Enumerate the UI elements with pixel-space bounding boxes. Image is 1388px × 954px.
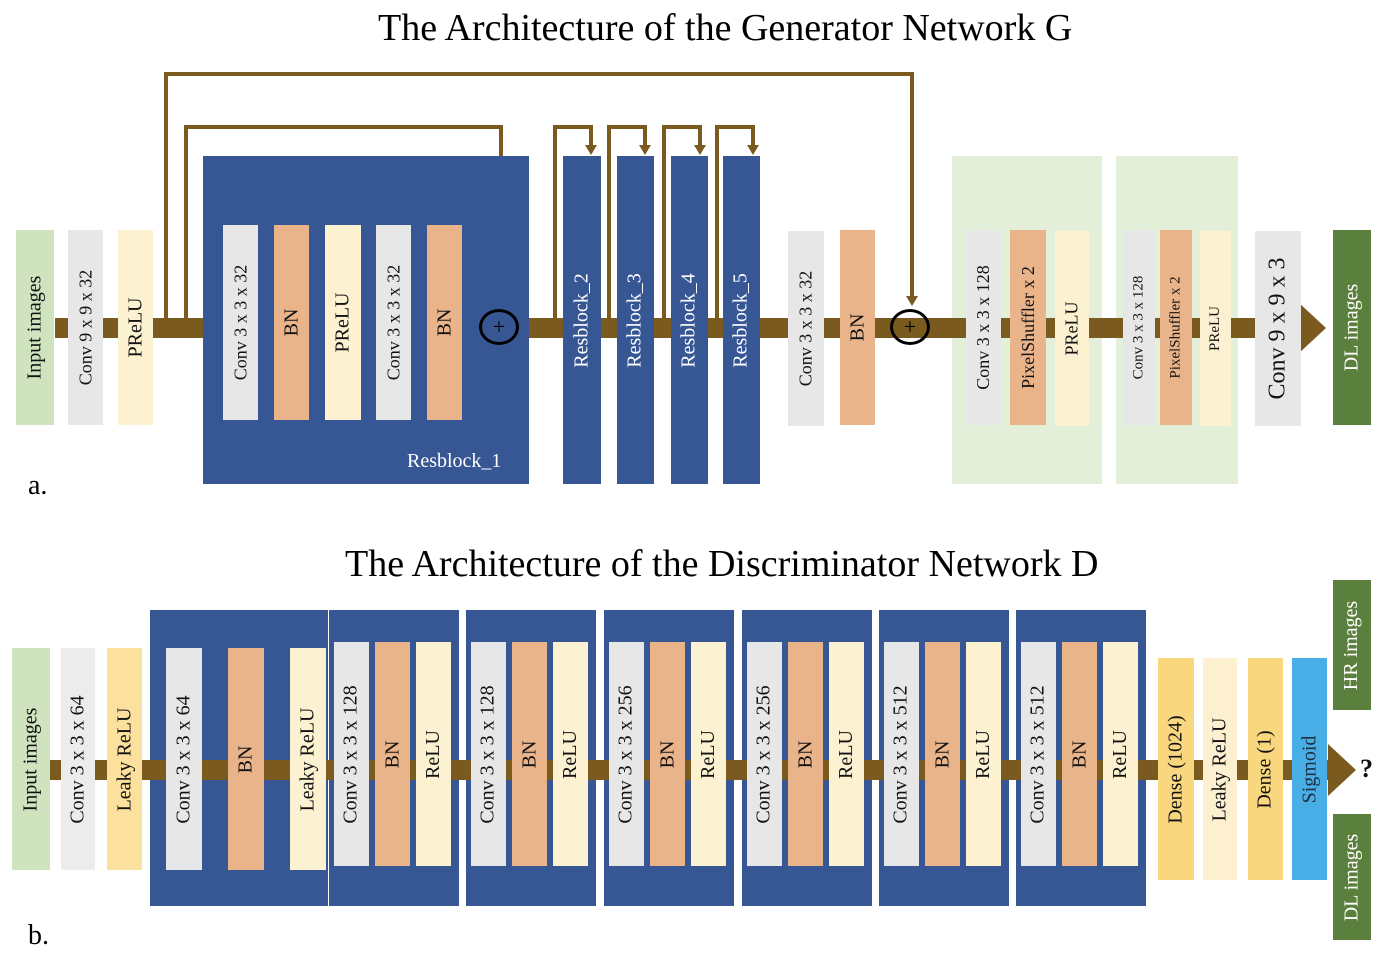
res4-skip-line-right — [698, 125, 702, 147]
long-skip-sum-icon: + — [890, 309, 930, 345]
res4-skip-arrow-icon — [694, 145, 706, 155]
disc-dense-1024: Dense (1024) — [1158, 658, 1194, 880]
res5-skip-line-right — [751, 125, 755, 147]
long-skip-line-top — [164, 72, 914, 76]
gen-input-images: Input images — [16, 230, 54, 425]
disc-block-4-activation: ReLU — [691, 642, 726, 866]
disc-block-6-bn: BN — [925, 642, 960, 866]
disc-block-7-conv: Conv 3 x 3 x 512 — [1021, 642, 1056, 866]
res2-skip-line — [553, 125, 557, 320]
disc-block-4-conv: Conv 3 x 3 x 256 — [609, 642, 644, 866]
up1-prelu: PReLU — [1055, 231, 1089, 426]
res1-bn-2: BN — [427, 225, 462, 420]
up1-conv: Conv 3 x 3 x 128 — [966, 230, 1001, 425]
disc-block-4-bn: BN — [650, 642, 685, 866]
res2-skip-line-right — [589, 125, 593, 147]
resblock-1-label: Resblock_1 — [407, 450, 502, 472]
res2-skip-arrow-icon — [585, 145, 597, 155]
res3-skip-arrow-icon — [639, 145, 651, 155]
disc-block-3-bn: BN — [512, 642, 547, 866]
discriminator-panel-label: b. — [28, 920, 49, 951]
res5-skip-arrow-icon — [747, 145, 759, 155]
gen-prelu-in: PReLU — [118, 230, 153, 425]
disc-block-1-conv: Conv 3 x 3 x 64 — [166, 648, 202, 870]
generator-panel-label: a. — [28, 470, 48, 501]
disc-sigmoid: Sigmoid — [1292, 658, 1327, 880]
disc-block-7-bn: BN — [1062, 642, 1097, 866]
discriminator-output-arrow-icon — [1328, 744, 1356, 796]
disc-block-3-activation: ReLU — [553, 642, 588, 866]
disc-block-1-activation: Leaky ReLU — [290, 648, 326, 870]
res2-skip-line-top — [553, 125, 593, 129]
up2-conv: Conv 3 x 3 x 128 — [1123, 230, 1155, 425]
disc-block-3-conv: Conv 3 x 3 x 128 — [471, 642, 506, 866]
disc-block-2-conv: Conv 3 x 3 x 128 — [334, 642, 369, 866]
resblock-3: Resblock_3 — [617, 156, 654, 484]
disc-block-5-conv: Conv 3 x 3 x 256 — [747, 642, 782, 866]
disc-block-2-bn: BN — [375, 642, 410, 866]
res3-skip-line — [607, 125, 611, 320]
disc-block-1-bn: BN — [228, 648, 264, 870]
res3-skip-line-right — [643, 125, 647, 147]
res1-conv-1: Conv 3 x 3 x 32 — [223, 225, 258, 420]
disc-block-5-bn: BN — [788, 642, 823, 866]
res1-prelu: PReLU — [325, 225, 361, 420]
disc-dense-1: Dense (1) — [1248, 658, 1283, 880]
disc-block-5-activation: ReLU — [829, 642, 864, 866]
disc-leaky-out: Leaky ReLU — [1203, 658, 1237, 880]
disc-block-2-activation: ReLU — [416, 642, 451, 866]
long-skip-arrow-icon — [906, 296, 918, 306]
res1-sum-icon: + — [479, 309, 519, 345]
gen-conv-in: Conv 9 x 9 x 32 — [68, 230, 103, 425]
disc-block-7-activation: ReLU — [1103, 642, 1138, 866]
resblock-5: Resblock_5 — [723, 156, 760, 484]
res1-bn-1: BN — [274, 225, 309, 420]
generator-output-arrow-icon — [1298, 302, 1326, 354]
disc-input-images: Input images — [12, 648, 50, 870]
resblock-2: Resblock_2 — [563, 156, 601, 484]
up2-prelu: PReLU — [1200, 231, 1231, 426]
res1-skip-line-top — [184, 125, 502, 129]
res1-skip-line-left — [184, 125, 188, 322]
gen-conv-out: Conv 9 x 9 x 3 — [1255, 231, 1301, 426]
disc-dl-images: DL images — [1333, 814, 1371, 940]
disc-conv-in: Conv 3 x 3 x 64 — [61, 648, 95, 870]
long-skip-line-right — [910, 72, 914, 298]
generator-title: The Architecture of the Generator Networ… — [378, 7, 1073, 49]
up1-pixelshuffler: PixelShuffler x 2 — [1010, 230, 1046, 425]
res5-skip-line-top — [715, 125, 755, 129]
disc-hr-images: HR images — [1333, 580, 1371, 710]
discriminator-title: The Architecture of the Discriminator Ne… — [345, 543, 1099, 585]
res3-skip-line-top — [607, 125, 647, 129]
gen-conv-mid: Conv 3 x 3 x 32 — [788, 231, 824, 426]
gen-output-images: DL images — [1333, 230, 1371, 425]
res4-skip-line — [662, 125, 666, 320]
res1-conv-2: Conv 3 x 3 x 32 — [376, 225, 411, 420]
gen-bn-mid: BN — [840, 230, 875, 425]
long-skip-line-left — [164, 72, 168, 322]
real-or-fake-question: ? — [1360, 754, 1373, 783]
disc-block-6-activation: ReLU — [966, 642, 1001, 866]
up2-pixelshuffler: PixelShuffler x 2 — [1160, 230, 1192, 425]
resblock-4: Resblock_4 — [671, 156, 708, 484]
res5-skip-line — [715, 125, 719, 320]
disc-leaky-in: Leaky ReLU — [107, 648, 142, 870]
res4-skip-line-top — [662, 125, 702, 129]
disc-block-6-conv: Conv 3 x 3 x 512 — [884, 642, 919, 866]
